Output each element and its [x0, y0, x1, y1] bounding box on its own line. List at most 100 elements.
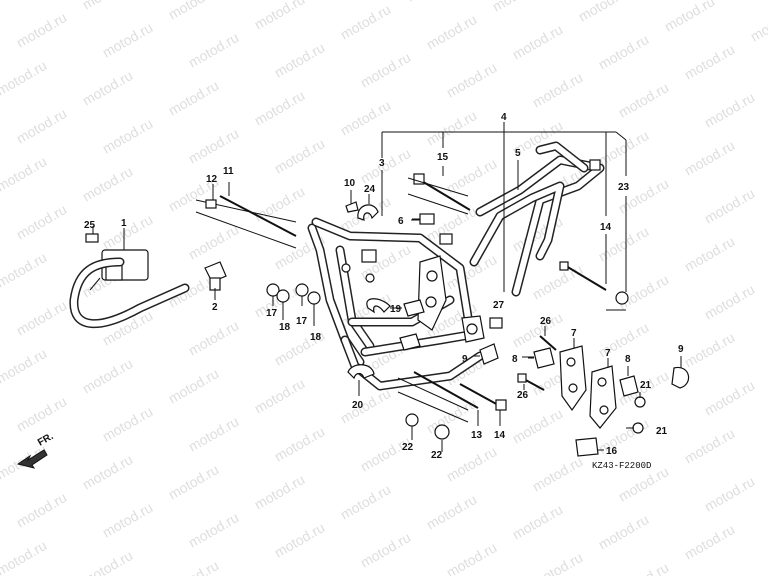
- watermark-text: motod.ru: [80, 163, 136, 204]
- engine-hanger-plates: [559, 345, 617, 429]
- watermark-text: motod.ru: [166, 77, 222, 118]
- small-hardware: [479, 335, 690, 457]
- long-bolt-11: [195, 182, 297, 249]
- part-label-9b: 9: [678, 344, 684, 355]
- part-label-8b: 8: [625, 354, 631, 365]
- watermark-text: motod.ru: [682, 137, 738, 178]
- watermark-text: motod.ru: [0, 57, 49, 98]
- main-frame: [307, 217, 485, 391]
- watermark-text: motod.ru: [510, 501, 566, 542]
- watermark-text: motod.ru: [424, 491, 480, 532]
- watermark-text: motod.ru: [616, 79, 672, 120]
- part-label-20: 20: [352, 400, 364, 411]
- direction-label: FR.: [36, 431, 56, 449]
- part-label-14a: 14: [600, 222, 612, 233]
- watermark-text: motod.ru: [404, 0, 460, 5]
- watermark-text: motod.ru: [596, 319, 652, 360]
- watermark-text: motod.ru: [702, 377, 758, 418]
- watermark-text: motod.ru: [80, 0, 136, 13]
- watermark-text: motod.ru: [0, 0, 49, 3]
- watermark-text: motod.ru: [702, 185, 758, 226]
- watermark-text: motod.ru: [80, 451, 136, 492]
- watermark-text: motod.ru: [596, 511, 652, 552]
- part-label-5: 5: [515, 148, 521, 159]
- watermark-text: motod.ru: [272, 423, 328, 464]
- watermark-text: motod.ru: [0, 249, 49, 290]
- watermark-text: motod.ru: [186, 125, 242, 166]
- watermark-text: motod.ru: [702, 473, 758, 514]
- watermark-text: motod.ru: [14, 489, 70, 530]
- diagram-code: KZ43-F2200D: [592, 461, 651, 471]
- watermark-text: motod.ru: [682, 521, 738, 562]
- watermark-text: motod.ru: [444, 59, 500, 100]
- watermark-text: motod.ru: [166, 461, 222, 502]
- part-label-11: 11: [223, 166, 234, 177]
- part-labels: 1 2 3 4 5 6 7 7 8 8 9 9 10 11 12 13 14 1…: [84, 112, 684, 461]
- watermark-text: motod.ru: [166, 365, 222, 406]
- part-label-3: 3: [379, 158, 385, 169]
- watermark-text: motod.ru: [100, 403, 156, 444]
- watermark-text: motod.ru: [530, 261, 586, 302]
- watermark-text: motod.ru: [682, 233, 738, 274]
- watermark-text: motod.ru: [662, 0, 718, 35]
- watermark-text: motod.ru: [530, 549, 586, 576]
- watermark-text: motod.ru: [166, 0, 222, 23]
- watermark-text: motod.ru: [252, 87, 308, 128]
- watermark-text: motod.ru: [530, 453, 586, 494]
- rubber-mount-20: [347, 364, 375, 380]
- watermark-text: motod.ru: [576, 0, 632, 25]
- bolt-6: [412, 213, 435, 225]
- watermark-text: motod.ru: [14, 393, 70, 434]
- watermark-text: motod.ru: [0, 345, 49, 386]
- watermark-text: motod.ru: [444, 539, 500, 576]
- watermark-text: motod.ru: [444, 155, 500, 196]
- watermark-text: motod.ru: [616, 559, 672, 576]
- part-label-15: 15: [437, 152, 449, 163]
- watermark-text: motod.ru: [682, 41, 738, 82]
- watermark-text: motod.ru: [338, 385, 394, 426]
- watermark-text: motod.ru: [14, 105, 70, 146]
- watermark-text: motod.ru: [80, 355, 136, 396]
- part-label-10: 10: [344, 178, 356, 189]
- part-label-1: 1: [121, 218, 127, 229]
- part-label-18b: 18: [310, 332, 322, 343]
- watermark-text: motod.ru: [490, 0, 546, 15]
- watermark-text: motod.ru: [510, 309, 566, 350]
- part-label-8a: 8: [512, 354, 518, 365]
- watermark-text: motod.ru: [596, 31, 652, 72]
- watermark-text: motod.ru: [682, 329, 738, 370]
- nuts-washers-left: [266, 283, 321, 326]
- watermark-text: motod.ru: [272, 519, 328, 560]
- part-label-9a: 9: [462, 354, 468, 365]
- part-label-21b: 21: [656, 426, 668, 437]
- watermark-text: motod.ru: [510, 405, 566, 446]
- part-label-6: 6: [398, 216, 404, 227]
- part-label-22a: 22: [402, 442, 414, 453]
- watermark-text: motod.ru: [14, 297, 70, 338]
- watermark-text: motod.ru: [186, 29, 242, 70]
- watermark-text: motod.ru: [186, 221, 242, 262]
- watermark-text: motod.ru: [702, 89, 758, 130]
- spark-plug-cap: [204, 261, 227, 291]
- watermark-text: motod.ru: [338, 481, 394, 522]
- watermark-text: motod.ru: [0, 537, 49, 576]
- watermark-text: motod.ru: [358, 529, 414, 570]
- part-label-16: 16: [606, 446, 618, 457]
- watermark-text: motod.ru: [80, 547, 136, 576]
- watermark-text: motod.ru: [100, 211, 156, 252]
- part-label-21a: 21: [640, 380, 652, 391]
- watermark-text: motod.ru: [358, 49, 414, 90]
- bolt-15: [407, 173, 471, 215]
- watermark-text: motod.ru: [100, 19, 156, 60]
- part-label-4: 4: [501, 112, 507, 123]
- watermark-text: motod.ru: [596, 127, 652, 168]
- watermark-text: motod.ru: [14, 201, 70, 242]
- part-label-17b: 17: [296, 316, 308, 327]
- part-label-2: 2: [212, 302, 218, 313]
- watermark-text: motod.ru: [682, 425, 738, 466]
- watermark-text: motod.ru: [748, 3, 768, 44]
- watermark-text: motod.ru: [186, 413, 242, 454]
- watermark-text: motod.ru: [272, 39, 328, 80]
- clamp-parts: [345, 201, 391, 314]
